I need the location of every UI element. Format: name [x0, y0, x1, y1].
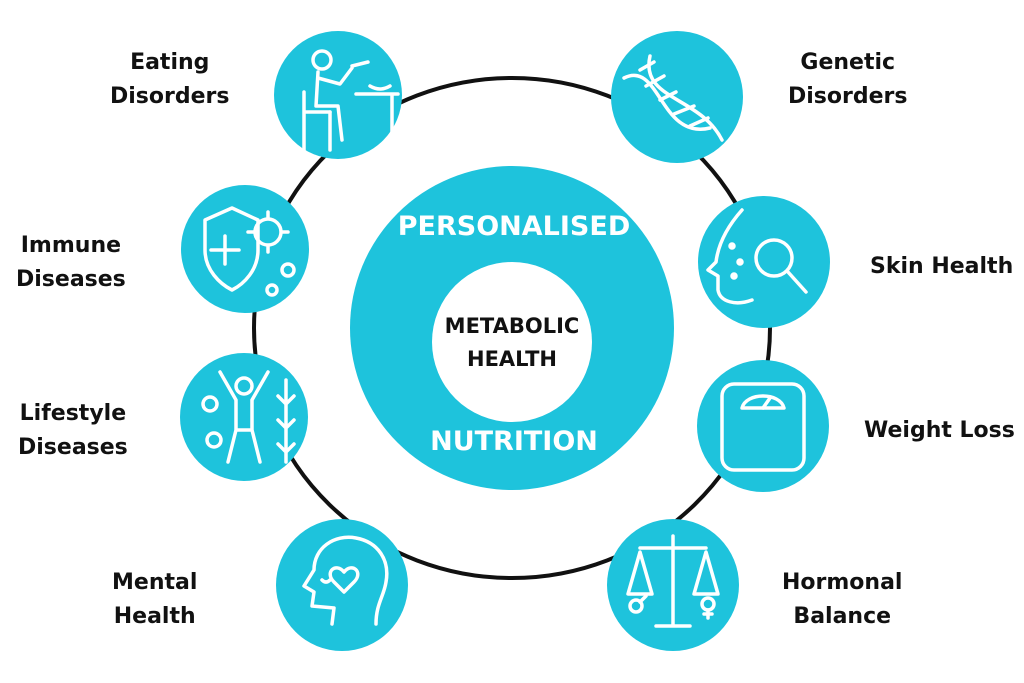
node-skin — [698, 196, 830, 328]
label-eating: Eating Disorders — [110, 46, 229, 114]
face-magnifier-icon — [706, 208, 808, 305]
label-weight-line1: Weight Loss — [864, 418, 1015, 443]
label-immune-line1: Immune — [20, 233, 122, 258]
label-eating-line1: Eating — [130, 50, 210, 75]
label-mental: Mental Health — [112, 566, 197, 634]
label-lifestyle-line2: Diseases — [18, 435, 128, 460]
outer-top-label: PERSONALISED — [398, 211, 630, 242]
inner-disc — [432, 262, 592, 422]
dna-icon — [622, 54, 724, 142]
label-lifestyle-line1: Lifestyle — [19, 401, 127, 426]
label-hormonal-line1: Hormonal — [782, 570, 903, 595]
gender-balance-icon — [626, 534, 720, 628]
connecting-ring — [252, 76, 772, 580]
node-immune — [181, 185, 309, 313]
label-genetic: Genetic Disorders — [788, 46, 907, 114]
node-hormonal — [607, 519, 739, 651]
label-skin: Skin Health — [870, 250, 1013, 284]
person-eating-icon — [302, 49, 400, 152]
label-mental-line2: Health — [113, 604, 196, 629]
label-hormonal-line2: Balance — [793, 604, 892, 629]
shield-virus-icon — [203, 206, 296, 297]
node-genetic — [611, 31, 743, 163]
node-mental — [276, 519, 408, 651]
label-lifestyle: Lifestyle Diseases — [18, 397, 128, 465]
inner-line2: HEALTH — [467, 347, 557, 371]
node-lifestyle — [180, 353, 308, 481]
node-weight — [697, 360, 829, 492]
label-eating-line2: Disorders — [110, 84, 230, 109]
label-skin-line1: Skin Health — [870, 254, 1014, 279]
node-eating — [274, 31, 402, 159]
weighing-scale-icon — [720, 382, 806, 472]
inner-line1: METABOLIC — [445, 314, 580, 338]
label-hormonal: Hormonal Balance — [782, 566, 902, 634]
label-immune-line2: Diseases — [16, 267, 126, 292]
label-genetic-line2: Disorders — [788, 84, 908, 109]
label-weight: Weight Loss — [864, 414, 1015, 448]
active-person-icon — [201, 370, 296, 464]
label-immune: Immune Diseases — [16, 229, 126, 297]
outer-bottom-label: NUTRITION — [430, 426, 598, 457]
label-mental-line1: Mental — [112, 570, 198, 595]
head-heart-icon — [302, 535, 389, 626]
label-genetic-line1: Genetic — [800, 50, 896, 75]
